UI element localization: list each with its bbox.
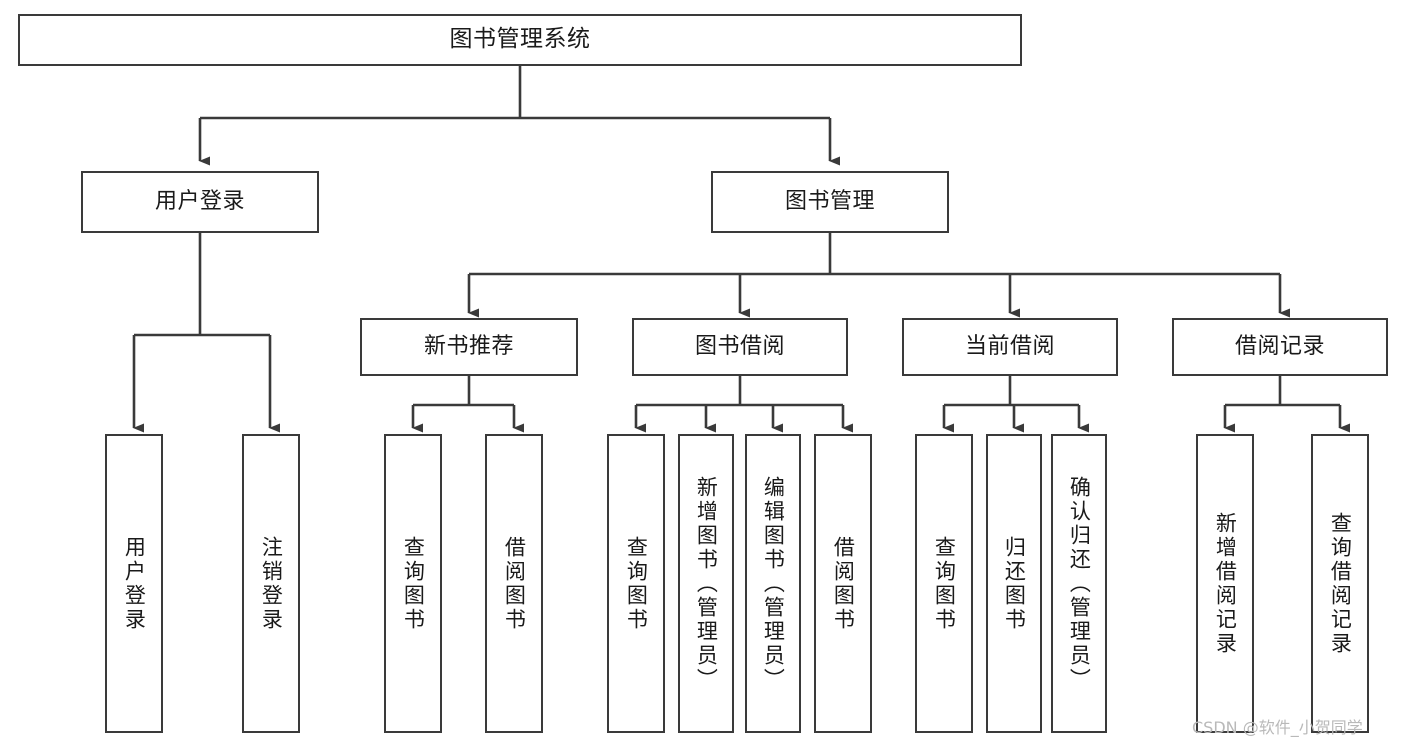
leaf-current-confirm-return-admin[interactable]: 确认归还（管理员） bbox=[1051, 434, 1107, 733]
leaf-record-query-borrow-record[interactable]: 查询借阅记录 bbox=[1311, 434, 1369, 733]
node-label: 图书管理系统 bbox=[449, 26, 591, 53]
node-label: 借阅图书 bbox=[502, 535, 527, 632]
node-label: 当前借阅 bbox=[964, 333, 1055, 359]
leaf-borrow-edit-book-admin[interactable]: 编辑图书（管理员） bbox=[745, 434, 801, 733]
leaf-current-return-book[interactable]: 归还图书 bbox=[986, 434, 1042, 733]
leaf-recommend-query-book[interactable]: 查询图书 bbox=[384, 434, 442, 733]
node-label: 查询图书 bbox=[932, 535, 957, 632]
leaf-borrow-query-book[interactable]: 查询图书 bbox=[607, 434, 665, 733]
node-user-login[interactable]: 用户登录 bbox=[81, 171, 319, 233]
node-label: 注销登录 bbox=[259, 535, 284, 632]
node-label: 查询图书 bbox=[401, 535, 426, 632]
node-label: 图书管理 bbox=[784, 188, 875, 214]
node-label: 编辑图书（管理员） bbox=[761, 475, 786, 692]
node-book-borrow[interactable]: 图书借阅 bbox=[632, 318, 848, 376]
node-label: 图书借阅 bbox=[694, 333, 785, 359]
node-label: 用户登录 bbox=[122, 535, 147, 632]
leaf-current-query-book[interactable]: 查询图书 bbox=[915, 434, 973, 733]
leaf-borrow-borrow-book[interactable]: 借阅图书 bbox=[814, 434, 872, 733]
node-root-book-management-system[interactable]: 图书管理系统 bbox=[18, 14, 1022, 66]
node-label: 新增借阅记录 bbox=[1213, 511, 1238, 656]
node-borrow-record[interactable]: 借阅记录 bbox=[1172, 318, 1388, 376]
node-current-borrow[interactable]: 当前借阅 bbox=[902, 318, 1118, 376]
node-label: 确认归还（管理员） bbox=[1067, 475, 1092, 692]
leaf-borrow-add-book-admin[interactable]: 新增图书（管理员） bbox=[678, 434, 734, 733]
node-label: 归还图书 bbox=[1002, 535, 1027, 632]
node-label: 查询图书 bbox=[624, 535, 649, 632]
leaf-record-add-borrow-record[interactable]: 新增借阅记录 bbox=[1196, 434, 1254, 733]
leaf-recommend-borrow-book[interactable]: 借阅图书 bbox=[485, 434, 543, 733]
node-new-book-recommend[interactable]: 新书推荐 bbox=[360, 318, 578, 376]
leaf-user-login-logout[interactable]: 注销登录 bbox=[242, 434, 300, 733]
node-label: 查询借阅记录 bbox=[1328, 511, 1353, 656]
node-label: 借阅图书 bbox=[831, 535, 856, 632]
node-label: 用户登录 bbox=[154, 188, 245, 214]
node-label: 新书推荐 bbox=[423, 333, 514, 359]
leaf-user-login-login[interactable]: 用户登录 bbox=[105, 434, 163, 733]
node-label: 新增图书（管理员） bbox=[694, 475, 719, 692]
node-label: 借阅记录 bbox=[1234, 333, 1325, 359]
node-book-management[interactable]: 图书管理 bbox=[711, 171, 949, 233]
csdn-watermark: CSDN @软件_小贺同学 bbox=[1192, 718, 1363, 737]
